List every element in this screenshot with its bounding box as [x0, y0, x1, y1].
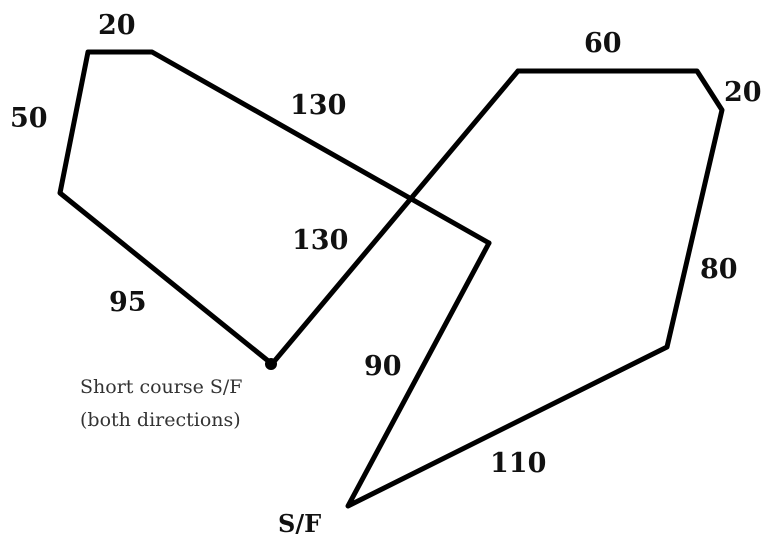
length-label-diagonal-lower: 130: [292, 225, 348, 256]
length-label-left: 50: [10, 103, 48, 134]
left-loop-route: [57, 49, 492, 367]
start-finish-label: S/F: [278, 509, 321, 536]
short-course-marker: [265, 358, 277, 370]
length-label-corner-right: 20: [724, 77, 762, 108]
short-course-note-line2: (both directions): [80, 409, 241, 431]
right-loop-route: [345, 68, 725, 509]
length-label-start-leg: 90: [364, 351, 402, 382]
length-label-right: 80: [700, 254, 738, 285]
length-label-top-left: 20: [98, 10, 136, 41]
length-label-diagonal-upper: 130: [290, 90, 346, 121]
length-label-bottom: 110: [490, 448, 546, 479]
short-course-note-line1: Short course S/F: [80, 376, 242, 398]
diagonal-route: [269, 68, 521, 367]
length-label-lower-left: 95: [109, 287, 147, 318]
length-label-top-right: 60: [584, 28, 622, 59]
